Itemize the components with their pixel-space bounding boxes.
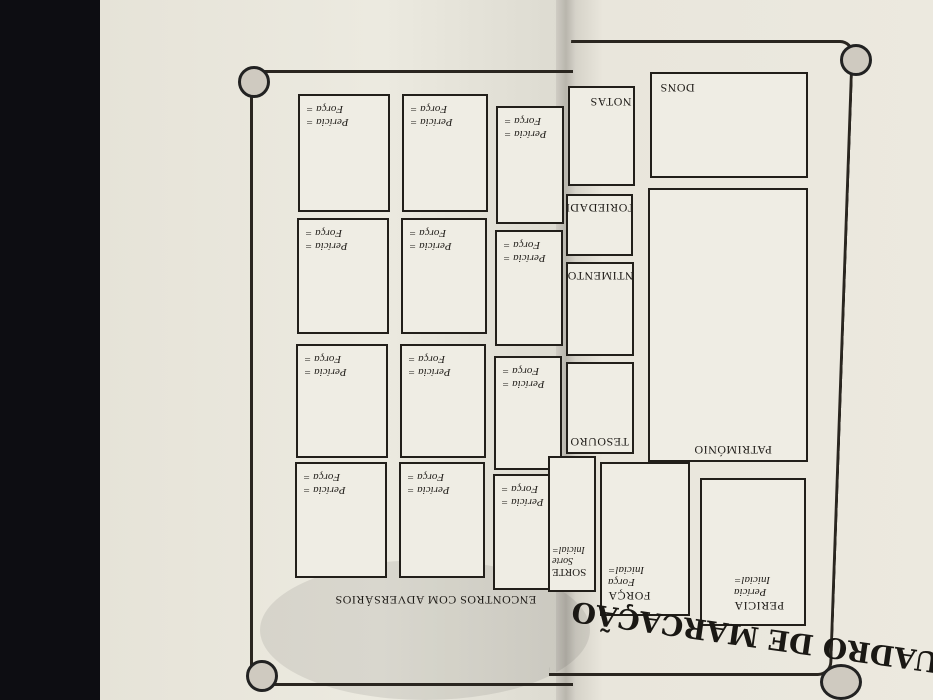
dons-label: DONS	[660, 81, 695, 95]
forca-box[interactable]: FORÇA Força Inicial=	[600, 462, 690, 616]
encounter-stamina-label: Força =	[504, 115, 542, 127]
scroll-border-left	[250, 70, 573, 686]
patrimonio-label: PATRIMÓNIO	[694, 443, 772, 457]
tesouro-box[interactable]: TESOURO	[566, 362, 634, 454]
encounter-stamina-label: Força =	[306, 103, 344, 115]
pericia-box[interactable]: PERICIA Perícia Inicial=	[700, 478, 806, 626]
scroll-knob-icon	[820, 664, 862, 700]
encounter-box[interactable]: Perícia = Força =	[495, 230, 563, 346]
encounter-stamina-label: Força =	[410, 103, 448, 115]
encounter-box[interactable]: Perícia = Força =	[401, 218, 487, 334]
patrimonio-box[interactable]: PATRIMÓNIO	[648, 188, 808, 462]
encounter-skill-label: Perícia =	[407, 484, 450, 496]
scroll-knob-icon	[840, 44, 872, 76]
sorte-sub2: Inicial=	[552, 544, 585, 555]
scroll-knob-icon	[238, 66, 270, 98]
encounter-skill-label: Perícia =	[409, 240, 452, 252]
forca-sub1: Força	[608, 576, 635, 588]
notoriedade-label: NOTORIEDADE	[566, 201, 633, 215]
encounter-skill-label: Perícia =	[503, 252, 546, 264]
tesouro-label: TESOURO	[570, 435, 629, 449]
encounter-box[interactable]: Perícia = Força =	[298, 94, 390, 212]
encounter-box[interactable]: Perícia = Força =	[297, 218, 389, 334]
mantimentos-box[interactable]: MANTIMENTOS	[566, 262, 634, 356]
encounter-skill-label: Perícia =	[306, 116, 349, 128]
encounter-skill-label: Perícia =	[303, 484, 346, 496]
encounter-box[interactable]: Perícia = Força =	[494, 356, 562, 470]
encounter-stamina-label: Força =	[503, 239, 541, 251]
mantimentos-label: MANTIMENTOS	[567, 269, 634, 283]
encounter-box[interactable]: Perícia = Força =	[400, 344, 486, 458]
encounter-box[interactable]: Perícia = Força =	[496, 106, 564, 224]
encounters-heading: ENCONTROS COM ADVERSÁRIOS	[335, 593, 537, 607]
encounter-skill-label: Perícia =	[504, 128, 547, 140]
encounter-box[interactable]: Perícia = Força =	[399, 462, 485, 578]
pericia-sub2: Inicial=	[734, 574, 771, 586]
encounter-stamina-label: Força =	[501, 483, 539, 495]
sorte-box[interactable]: SORTE Sorte Inicial=	[548, 456, 596, 592]
forca-sub2: Inicial=	[608, 564, 645, 576]
pericia-sub1: Perícia	[734, 586, 767, 598]
scroll-knob-icon	[246, 660, 278, 692]
encounter-stamina-label: Força =	[303, 471, 341, 483]
encounter-stamina-label: Força =	[305, 227, 343, 239]
encounter-skill-label: Perícia =	[502, 378, 545, 390]
encounter-skill-label: Perícia =	[408, 366, 451, 378]
notoriedade-box[interactable]: NOTORIEDADE	[566, 194, 633, 256]
encounter-skill-label: Perícia =	[410, 116, 453, 128]
encounter-box[interactable]: Perícia = Força =	[402, 94, 488, 212]
sorte-label: SORTE	[552, 566, 587, 578]
encounter-stamina-label: Força =	[409, 227, 447, 239]
dons-box[interactable]: DONS	[650, 72, 808, 178]
encounter-box[interactable]: Perícia = Força =	[295, 462, 387, 578]
encounter-stamina-label: Força =	[407, 471, 445, 483]
encounter-stamina-label: Força =	[502, 365, 540, 377]
encounter-stamina-label: Força =	[304, 353, 342, 365]
encounter-skill-label: Perícia =	[305, 240, 348, 252]
sorte-sub1: Sorte	[552, 555, 574, 566]
pericia-label: PERICIA	[734, 599, 785, 613]
notas-box[interactable]: NOTAS	[568, 86, 635, 186]
notas-label: NOTAS	[590, 95, 632, 109]
encounter-skill-label: Perícia =	[304, 366, 347, 378]
encounter-box[interactable]: Perícia = Força =	[296, 344, 388, 458]
encounter-skill-label: Perícia =	[501, 496, 544, 508]
encounter-stamina-label: Força =	[408, 353, 446, 365]
